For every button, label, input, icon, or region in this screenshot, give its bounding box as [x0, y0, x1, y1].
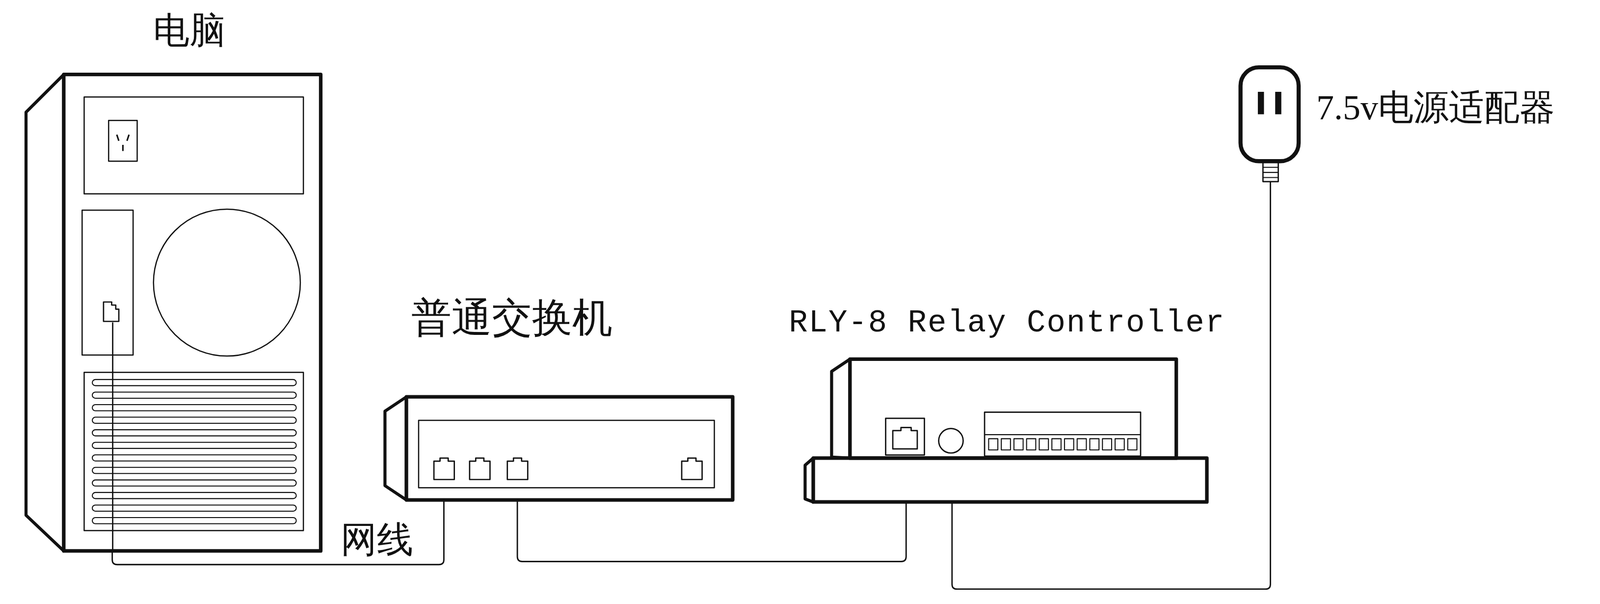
terminal-screw — [1102, 438, 1112, 450]
outline-stroke — [26, 74, 64, 551]
outline-stroke — [116, 134, 130, 151]
outline-stroke — [111, 322, 114, 551]
outline-stroke — [938, 428, 964, 454]
outline-stroke — [433, 457, 702, 480]
grille-slot — [92, 479, 297, 486]
terminal-screw — [1115, 438, 1125, 450]
grille-slot — [92, 379, 297, 386]
outline-stroke — [418, 420, 715, 488]
terminal-screw — [988, 438, 998, 450]
terminal-screw — [1077, 438, 1087, 450]
grille-slot — [92, 454, 297, 461]
cable-label: 网线 — [338, 520, 416, 559]
terminal-screw — [1001, 438, 1011, 450]
outline-stroke — [1240, 67, 1299, 161]
ethernet-port — [507, 457, 529, 480]
grille-slot — [92, 492, 297, 499]
grille-slot — [92, 417, 297, 424]
grille-slot — [92, 429, 297, 436]
outline-stroke — [103, 301, 119, 321]
device-label: RLY-8 Relay Controller — [788, 307, 1226, 339]
outline-stroke — [63, 74, 321, 551]
outline-stroke — [1262, 160, 1279, 182]
outline-stroke — [988, 438, 1137, 450]
grille-slot — [92, 442, 297, 449]
outline-stroke — [1257, 91, 1264, 115]
ethernet-port — [433, 457, 455, 480]
outline-stroke — [850, 358, 1177, 458]
outline-stroke — [153, 209, 301, 356]
computer-case — [26, 74, 321, 551]
outline-stroke — [892, 427, 918, 450]
relay-controller — [804, 358, 1207, 502]
terminal-screw — [1089, 438, 1099, 450]
outline-stroke — [984, 411, 1141, 456]
grille-slot — [92, 517, 297, 524]
outline-stroke — [83, 372, 304, 531]
device-label: 7.5v电源适配器 — [1316, 89, 1555, 126]
network-switch — [384, 396, 733, 500]
outline-stroke — [81, 210, 134, 355]
relay-controller-node: RLY-8 Relay Controller — [804, 359, 1207, 503]
outline-stroke — [885, 418, 925, 455]
outline-stroke — [406, 396, 733, 500]
grille-slot — [92, 404, 297, 411]
ethernet-port — [681, 457, 703, 480]
grille-slot — [92, 467, 297, 474]
terminal-screw — [1064, 438, 1074, 450]
grille-slot — [92, 391, 297, 398]
outline-stroke — [384, 396, 407, 500]
power-adapter — [1240, 67, 1299, 182]
outline-stroke — [92, 379, 297, 524]
terminal-screw — [1026, 438, 1037, 450]
device-label: 电脑 — [153, 12, 226, 49]
computer-node: 电脑 — [25, 74, 321, 552]
terminal-screw — [1051, 438, 1062, 450]
cable-line — [112, 500, 445, 565]
ethernet-port — [469, 457, 491, 480]
grille-slot — [92, 504, 297, 511]
power-adapter-node: 7.5v电源适配器 — [1240, 67, 1300, 182]
device-label: 普通交换机 — [411, 297, 613, 339]
outline-stroke — [108, 120, 137, 161]
outline-stroke — [831, 358, 850, 458]
outline-stroke — [984, 433, 1141, 435]
cable-line — [517, 500, 907, 562]
outline-stroke — [83, 96, 304, 194]
terminal-screw — [1013, 438, 1024, 450]
cable-line — [952, 181, 1271, 589]
terminal-screw — [1039, 438, 1049, 450]
switch-node: 普通交换机 — [384, 397, 733, 501]
outline-stroke — [1275, 91, 1281, 115]
terminal-screw — [1127, 438, 1138, 450]
outline-stroke — [813, 457, 1207, 502]
outline-stroke — [1262, 167, 1279, 178]
